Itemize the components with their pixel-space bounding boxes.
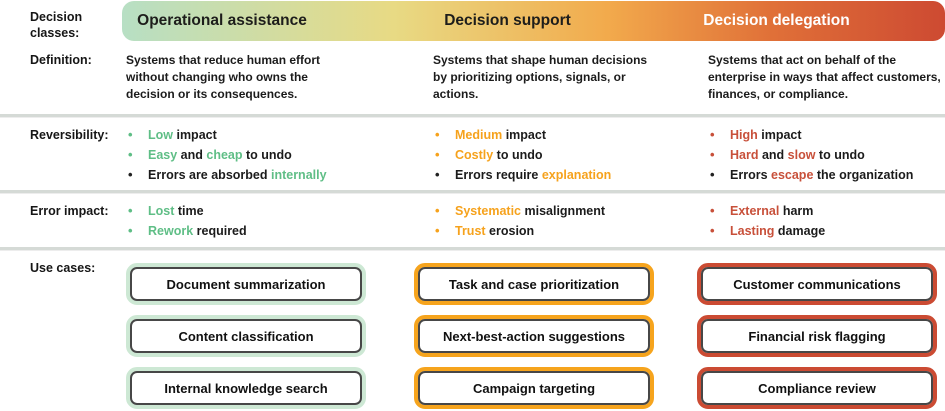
header-operational-assistance: Operational assistance: [137, 12, 307, 29]
reversibility-operational-assistance-cell: • Low impact • Easy and cheap to undo • Error…: [122, 117, 407, 190]
definition-row: Definition: Systems that reduce human ef…: [0, 42, 945, 114]
bullet-text: Errors require explanation: [455, 168, 612, 182]
bullet-text: Lost time: [148, 204, 204, 218]
bullet-item: • Errors escape the organization: [708, 165, 945, 185]
use-case-box: Customer communications: [697, 263, 937, 305]
definition-decision-delegation-cell: Systems that act on behalf of the enterp…: [693, 42, 945, 114]
error-impact-decision-delegation-cell: • External harm • Lasting damage: [693, 193, 945, 247]
bullet-text: Errors escape the organization: [730, 168, 914, 182]
bullet-icon: •: [710, 167, 715, 182]
error-impact-operational-assistance-cell: • Lost time • Rework required: [122, 193, 407, 247]
bullet-icon: •: [128, 127, 133, 142]
reversibility-decision-delegation-cell: • High impact • Hard and slow to undo • Error…: [693, 117, 945, 190]
row-label-decision-classes: Decision classes:: [30, 10, 83, 40]
header-row: Decision classes: Operational assistance…: [0, 0, 945, 42]
use-case-box: Content classification: [126, 315, 366, 357]
definition-text: Systems that shape human decisions by pr…: [433, 53, 648, 101]
bullet-item: • Systematic misalignment: [433, 201, 693, 221]
use-case-label: Content classification: [130, 319, 362, 353]
row-label-definition: Definition:: [30, 53, 92, 67]
bullet-item: • Easy and cheap to undo: [126, 145, 407, 165]
bullet-icon: •: [435, 223, 440, 238]
use-case-label: Customer communications: [701, 267, 933, 301]
use-case-label: Next-best-action suggestions: [418, 319, 650, 353]
use-case-box: Campaign targeting: [414, 367, 654, 409]
bullet-text: High impact: [730, 128, 802, 142]
bullet-item: • Errors require explanation: [433, 165, 693, 185]
bullet-text: Easy and cheap to undo: [148, 148, 292, 162]
bullet-item: • Hard and slow to undo: [708, 145, 945, 165]
bullet-icon: •: [710, 203, 715, 218]
bullet-icon: •: [435, 127, 440, 142]
row-label-use-cases: Use cases:: [30, 261, 96, 275]
bullet-item: • Rework required: [126, 221, 407, 241]
definition-text: Systems that act on behalf of the enterp…: [708, 53, 941, 101]
bullet-icon: •: [128, 167, 133, 182]
bullet-text: Low impact: [148, 128, 217, 142]
bullet-icon: •: [128, 223, 133, 238]
bullet-text: Hard and slow to undo: [730, 148, 865, 162]
bullet-icon: •: [435, 147, 440, 162]
error-impact-decision-support-cell: • Systematic misalignment • Trust erosion: [407, 193, 693, 247]
row-label-reversibility: Reversibility:: [30, 128, 109, 142]
definition-decision-support-cell: Systems that shape human decisions by pr…: [407, 42, 693, 114]
row-divider: [0, 190, 945, 193]
row-divider: [0, 114, 945, 117]
use-case-label: Compliance review: [701, 371, 933, 405]
use-case-box: Financial risk flagging: [697, 315, 937, 357]
error-impact-row: Error impact: • Lost time • Rework required…: [0, 193, 945, 247]
bullet-text: Rework required: [148, 224, 247, 238]
use-case-box: Document summarization: [126, 263, 366, 305]
bullet-item: • Lost time: [126, 201, 407, 221]
reversibility-row: Reversibility: • Low impact • Easy and chea…: [0, 117, 945, 190]
bullet-icon: •: [128, 147, 133, 162]
bullet-item: • High impact: [708, 125, 945, 145]
use-case-box: Internal knowledge search: [126, 367, 366, 409]
decision-classes-header-bar: Operational assistance Decision support …: [122, 1, 945, 41]
bullet-item: • Lasting damage: [708, 221, 945, 241]
bullet-item: • Low impact: [126, 125, 407, 145]
header-decision-support: Decision support: [444, 12, 571, 29]
bullet-text: Errors are absorbed internally: [148, 168, 327, 182]
bullet-icon: •: [710, 147, 715, 162]
reversibility-decision-support-cell: • Medium impact • Costly to undo • Errors req…: [407, 117, 693, 190]
bullet-item: • Costly to undo: [433, 145, 693, 165]
use-case-label: Document summarization: [130, 267, 362, 301]
bullet-text: Systematic misalignment: [455, 204, 606, 218]
bullet-text: Medium impact: [455, 128, 546, 142]
header-decision-delegation: Decision delegation: [703, 12, 850, 29]
bullet-icon: •: [435, 167, 440, 182]
bullet-text: Trust erosion: [455, 224, 535, 238]
row-label-error-impact: Error impact:: [30, 204, 109, 218]
bullet-item: • External harm: [708, 201, 945, 221]
row-divider: [0, 247, 945, 250]
definition-operational-assistance-cell: Systems that reduce human effort without…: [122, 42, 407, 114]
use-case-label: Internal knowledge search: [130, 371, 362, 405]
use-case-box: Task and case prioritization: [414, 263, 654, 305]
definition-text: Systems that reduce human effort without…: [126, 53, 321, 101]
bullet-icon: •: [128, 203, 133, 218]
use-case-label: Campaign targeting: [418, 371, 650, 405]
bullet-text: Costly to undo: [455, 148, 543, 162]
bullet-icon: •: [710, 127, 715, 142]
bullet-item: • Trust erosion: [433, 221, 693, 241]
use-case-box: Compliance review: [697, 367, 937, 409]
use-case-label: Task and case prioritization: [418, 267, 650, 301]
use-case-label: Financial risk flagging: [701, 319, 933, 353]
bullet-icon: •: [435, 203, 440, 218]
bullet-text: Lasting damage: [730, 224, 826, 238]
bullet-item: • Medium impact: [433, 125, 693, 145]
use-case-box: Next-best-action suggestions: [414, 315, 654, 357]
bullet-icon: •: [710, 223, 715, 238]
bullet-item: • Errors are absorbed internally: [126, 165, 407, 185]
bullet-text: External harm: [730, 204, 814, 218]
